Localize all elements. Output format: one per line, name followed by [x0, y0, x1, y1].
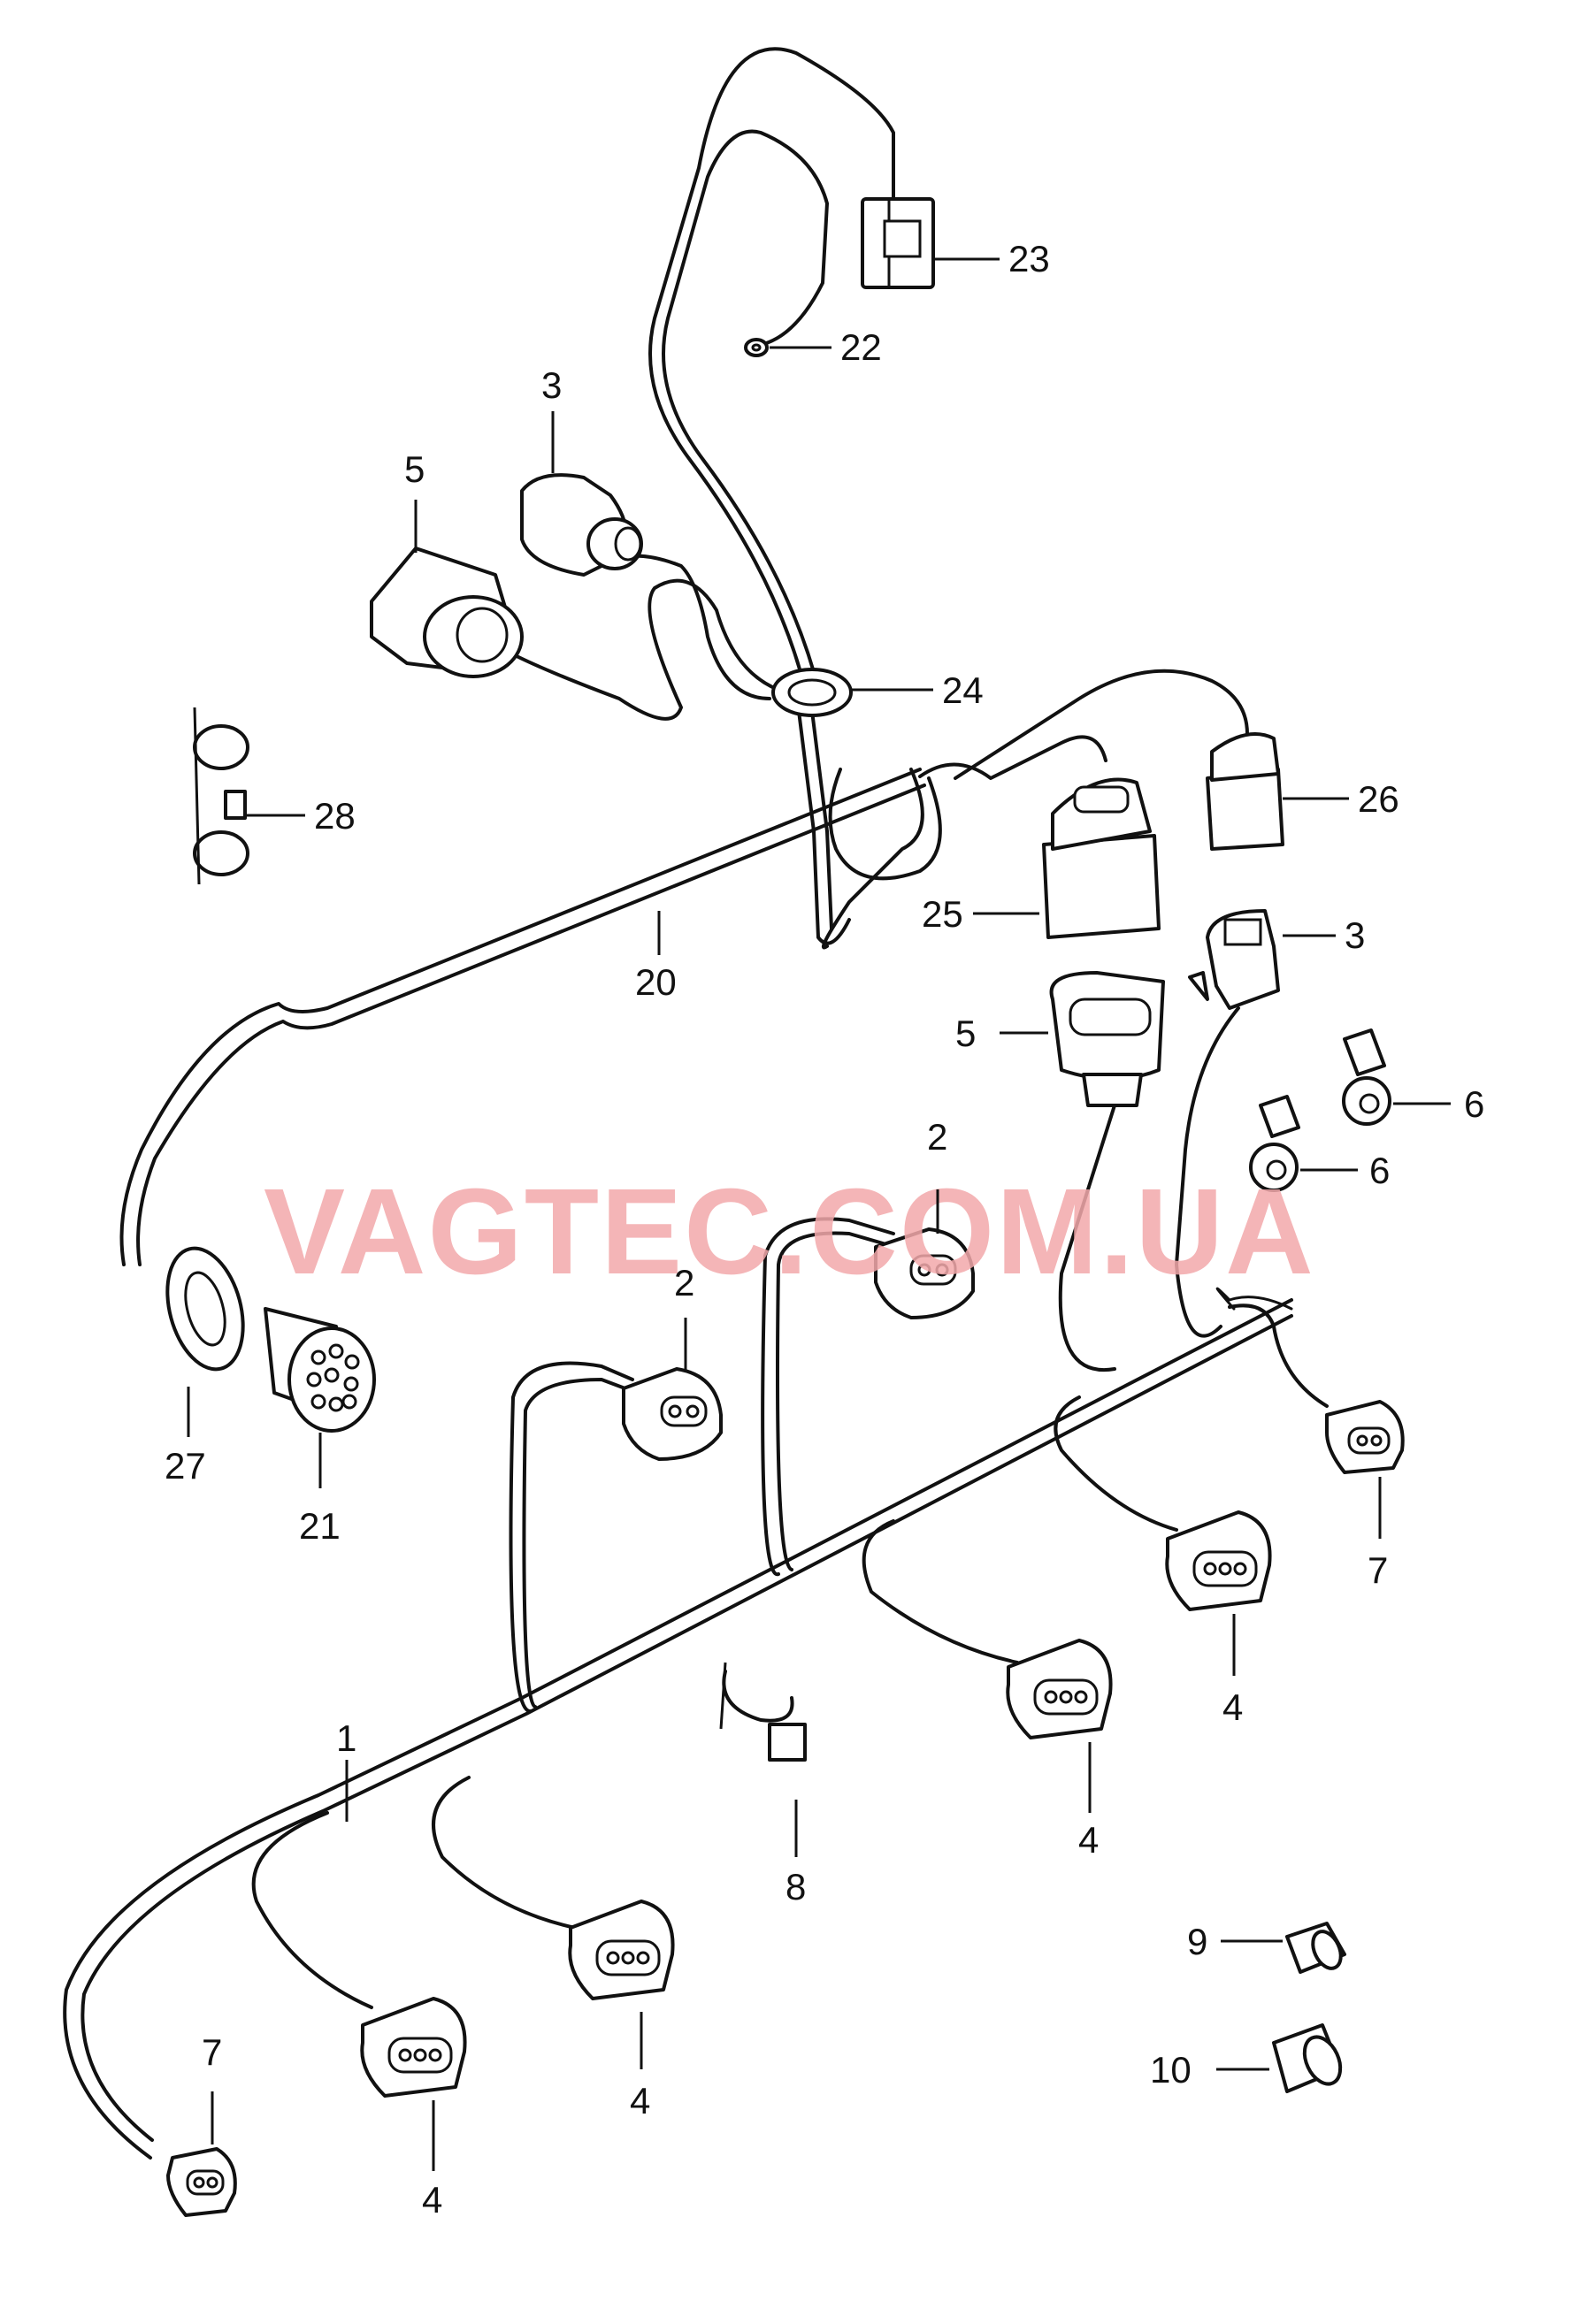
callout-21: 21 — [299, 1505, 341, 1547]
grommet-24 — [771, 668, 853, 717]
wire-harness-lines — [63, 47, 1329, 2160]
callout-1: 1 — [336, 1717, 356, 1759]
callout-2-center: 2 — [927, 1116, 947, 1158]
connector-2-left — [622, 1367, 723, 1461]
callout-5-right: 5 — [955, 1013, 976, 1054]
connector-5-top — [370, 547, 524, 678]
connector-23 — [861, 197, 935, 289]
connector-2-center — [874, 1227, 975, 1319]
callout-4-c: 4 — [630, 2080, 650, 2121]
callout-23: 23 — [1008, 238, 1050, 279]
callout-27: 27 — [165, 1445, 206, 1487]
callout-8: 8 — [786, 1866, 806, 1907]
clip-28 — [193, 707, 249, 885]
connector-25 — [1042, 777, 1161, 939]
callout-10: 10 — [1150, 2049, 1192, 2091]
callout-26: 26 — [1358, 778, 1399, 820]
connector-parts — [165, 197, 1405, 2217]
clip-6-b — [1249, 1095, 1300, 1192]
connector-5-right — [1049, 971, 1165, 1107]
callout-4-b: 4 — [1078, 1819, 1099, 1861]
connector-7-left — [166, 2147, 237, 2217]
connector-4-c — [568, 1900, 675, 2000]
callout-3-right: 3 — [1345, 914, 1365, 956]
callout-5-top: 5 — [404, 448, 425, 490]
callout-4-a: 4 — [1222, 1686, 1243, 1728]
callout-6-b: 6 — [1369, 1150, 1390, 1191]
grommet-27 — [165, 1246, 245, 1372]
callout-22: 22 — [840, 326, 882, 368]
round-connector-21 — [264, 1307, 376, 1433]
eyelet-22 — [744, 338, 769, 357]
callout-9: 9 — [1187, 1921, 1207, 1962]
connector-4-b — [1006, 1639, 1113, 1739]
connector-7-right — [1325, 1400, 1405, 1474]
callout-25: 25 — [922, 893, 963, 935]
connector-3-top — [520, 473, 643, 577]
connector-26 — [1206, 732, 1284, 851]
sleeve-9 — [1285, 1922, 1346, 1974]
callout-7-left: 7 — [202, 2031, 222, 2073]
leader-lines — [187, 257, 1451, 2171]
sleeve-10 — [1272, 2023, 1343, 2093]
connector-3-right — [1188, 909, 1280, 1010]
cable-tie-8 — [719, 1662, 807, 1762]
callout-2-left: 2 — [674, 1262, 694, 1303]
clip-6-a — [1342, 1028, 1391, 1126]
callout-20: 20 — [635, 961, 677, 1003]
connector-4-a — [1165, 1510, 1272, 1611]
callout-7-right: 7 — [1368, 1549, 1388, 1591]
callout-24: 24 — [942, 669, 984, 711]
callout-4-d: 4 — [422, 2179, 442, 2221]
connector-4-d — [360, 1997, 467, 2098]
callout-3-top: 3 — [541, 364, 562, 406]
watermark-text: VAGTEC.COM.UA — [264, 1164, 1315, 1300]
callout-labels: 23 22 3 5 24 26 28 25 3 20 5 6 2 6 2 27 … — [165, 238, 1484, 2221]
callout-28: 28 — [314, 795, 356, 837]
callout-6-a: 6 — [1464, 1083, 1484, 1125]
